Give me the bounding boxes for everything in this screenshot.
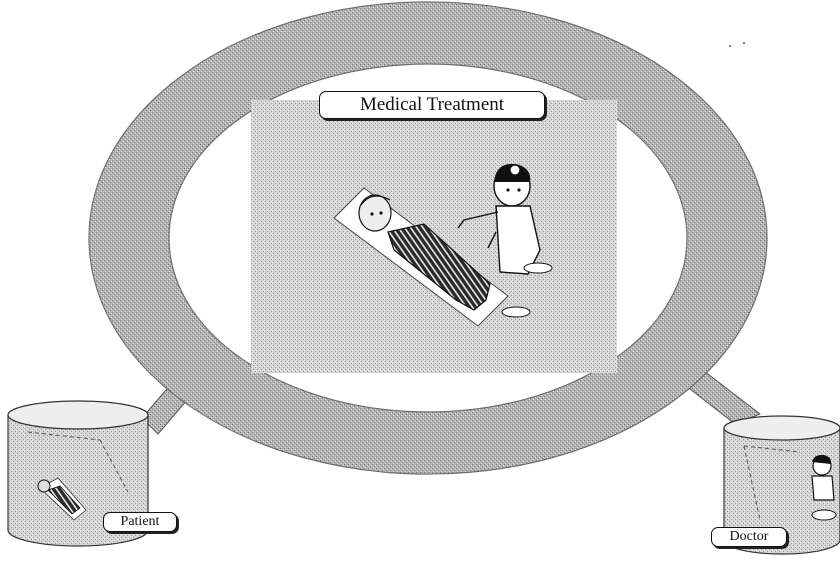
diagram-title: Medical Treatment (319, 91, 545, 119)
doctor-label: Doctor (711, 527, 787, 547)
patient-label: Patient (103, 512, 177, 532)
